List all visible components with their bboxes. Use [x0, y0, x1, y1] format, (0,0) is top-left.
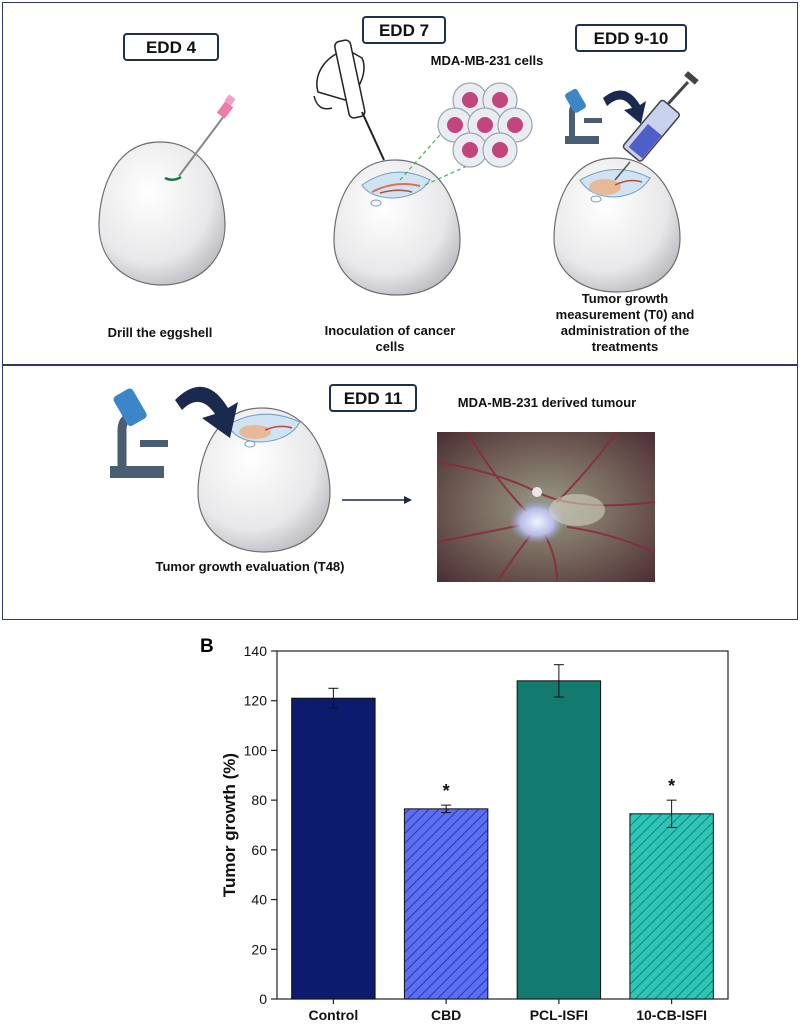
y-tick-label: 100 [244, 742, 268, 758]
bar-pcl-isfi [516, 680, 602, 1000]
panel-label-b: B [200, 636, 214, 657]
panel-middle [2, 365, 798, 620]
y-tick-label: 140 [244, 643, 268, 659]
y-tick-label: 80 [251, 792, 267, 808]
caption-inoculation-line1: Inoculation of cancer [324, 323, 456, 338]
chart-frame [276, 650, 729, 1000]
x-tick-label: PCL-ISFI [530, 1007, 588, 1023]
egg-icon [98, 141, 226, 286]
egg-icon [553, 157, 681, 293]
curved-arrow-icon [175, 386, 238, 438]
caption-drill: Drill the eggshell [107, 325, 213, 340]
microscope-icon [110, 388, 168, 478]
caption-treatment-line4: treatments [591, 339, 659, 354]
x-tick-label: Control [308, 1007, 358, 1023]
tumour-photo [437, 432, 655, 582]
y-tick-label: 60 [251, 842, 267, 858]
caption-treatment-line2: measurement (T0) and [555, 307, 695, 322]
bar-cbd [403, 808, 489, 1000]
caption-treatment-line1: Tumor growth [581, 291, 669, 306]
panel-top [2, 2, 798, 365]
pipette-icon [313, 39, 385, 161]
tag-edd11: EDD 11 [329, 384, 417, 412]
cell-label: MDA-MB-231 cells [430, 53, 544, 68]
cell-cluster-icon [399, 82, 533, 186]
illustrations [98, 39, 699, 553]
syringe-icon [614, 71, 699, 181]
egg-icon [197, 407, 331, 553]
microscope-icon [565, 88, 602, 144]
caption-inoculation-line2: cells [375, 339, 405, 354]
curved-arrow-icon [603, 90, 646, 124]
tag-edd9-10: EDD 9-10 [575, 24, 687, 52]
x-tick-label: 10-CB-ISFI [636, 1007, 707, 1023]
needle-icon [178, 94, 236, 177]
caption-evaluation: Tumor growth evaluation (T48) [155, 559, 345, 574]
egg-icon [333, 159, 461, 296]
significance-mark: * [443, 781, 450, 801]
bar-control [291, 697, 376, 1000]
x-tick-label: CBD [431, 1007, 461, 1023]
caption-treatment-line3: administration of the [560, 323, 690, 338]
caption-treatment: Tumor growth measurement (T0) and admini… [550, 291, 700, 355]
y-tick-label: 120 [244, 693, 268, 709]
y-axis-label: Tumor growth (%) [220, 753, 239, 897]
y-tick-label: 40 [251, 892, 267, 908]
significance-mark: * [668, 776, 675, 796]
tag-edd7: EDD 7 [362, 16, 446, 44]
y-tick-label: 0 [259, 991, 267, 1007]
arrow-right-icon [342, 496, 412, 504]
caption-inoculation: Inoculation of cancer cells [320, 323, 460, 355]
photo-label: MDA-MB-231 derived tumour [457, 395, 637, 410]
y-tick-label: 20 [251, 941, 267, 957]
bar-10-cb-isfi [629, 813, 714, 1000]
tag-edd4: EDD 4 [123, 33, 219, 61]
